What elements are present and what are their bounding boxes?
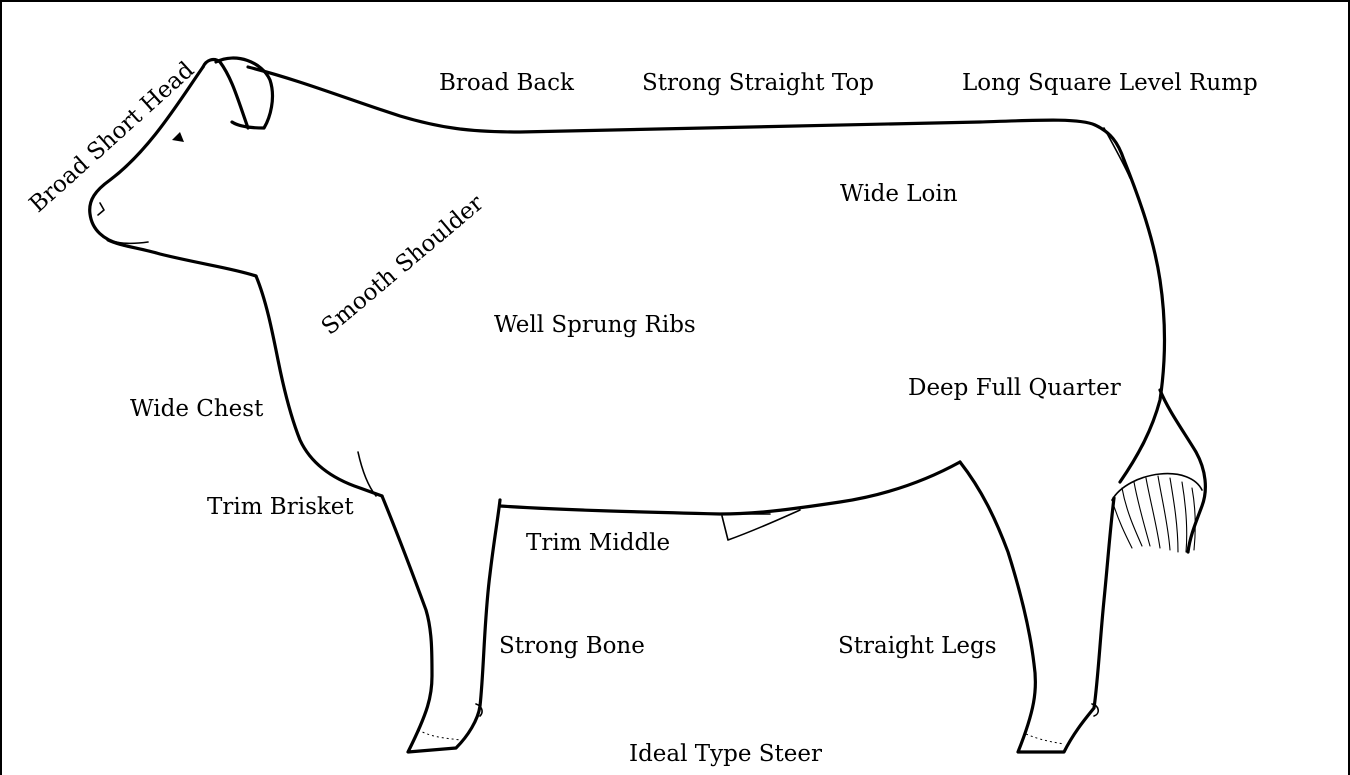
tail-hair-2 <box>1122 488 1142 546</box>
ear-front <box>203 60 248 128</box>
tail-hair-7 <box>1182 482 1187 552</box>
jaw <box>108 240 256 276</box>
label-well-sprung-ribs: Well Sprung Ribs <box>494 314 696 337</box>
mouth <box>112 241 148 243</box>
hind-leg-near <box>960 462 1114 752</box>
tail-base <box>1104 128 1130 178</box>
tail-hair-6 <box>1170 478 1178 552</box>
hoof-line-hind <box>1026 734 1064 744</box>
tail-hair-5 <box>1158 476 1170 550</box>
eye <box>172 132 184 142</box>
label-long-square-level-rump: Long Square Level Rump <box>962 72 1258 95</box>
tail-hair-3 <box>1134 482 1150 546</box>
label-ideal-type-steer: Ideal Type Steer <box>629 743 822 766</box>
label-strong-straight-top: Strong Straight Top <box>642 72 874 95</box>
label-deep-full-quarter: Deep Full Quarter <box>908 377 1121 400</box>
nostril <box>98 203 104 215</box>
belly <box>500 462 960 514</box>
label-broad-back: Broad Back <box>439 72 574 95</box>
tail-hair-1 <box>1112 500 1132 548</box>
label-wide-loin: Wide Loin <box>840 183 958 206</box>
label-strong-bone: Strong Bone <box>499 635 645 658</box>
hoof-line-front <box>418 730 460 740</box>
label-trim-brisket: Trim Brisket <box>207 496 354 519</box>
label-wide-chest: Wide Chest <box>130 398 263 421</box>
tail-hair-8 <box>1192 488 1195 550</box>
label-trim-middle: Trim Middle <box>526 532 670 555</box>
label-straight-legs: Straight Legs <box>838 635 997 658</box>
tail-switch-top <box>1112 474 1202 500</box>
rear-thigh <box>1120 160 1165 482</box>
